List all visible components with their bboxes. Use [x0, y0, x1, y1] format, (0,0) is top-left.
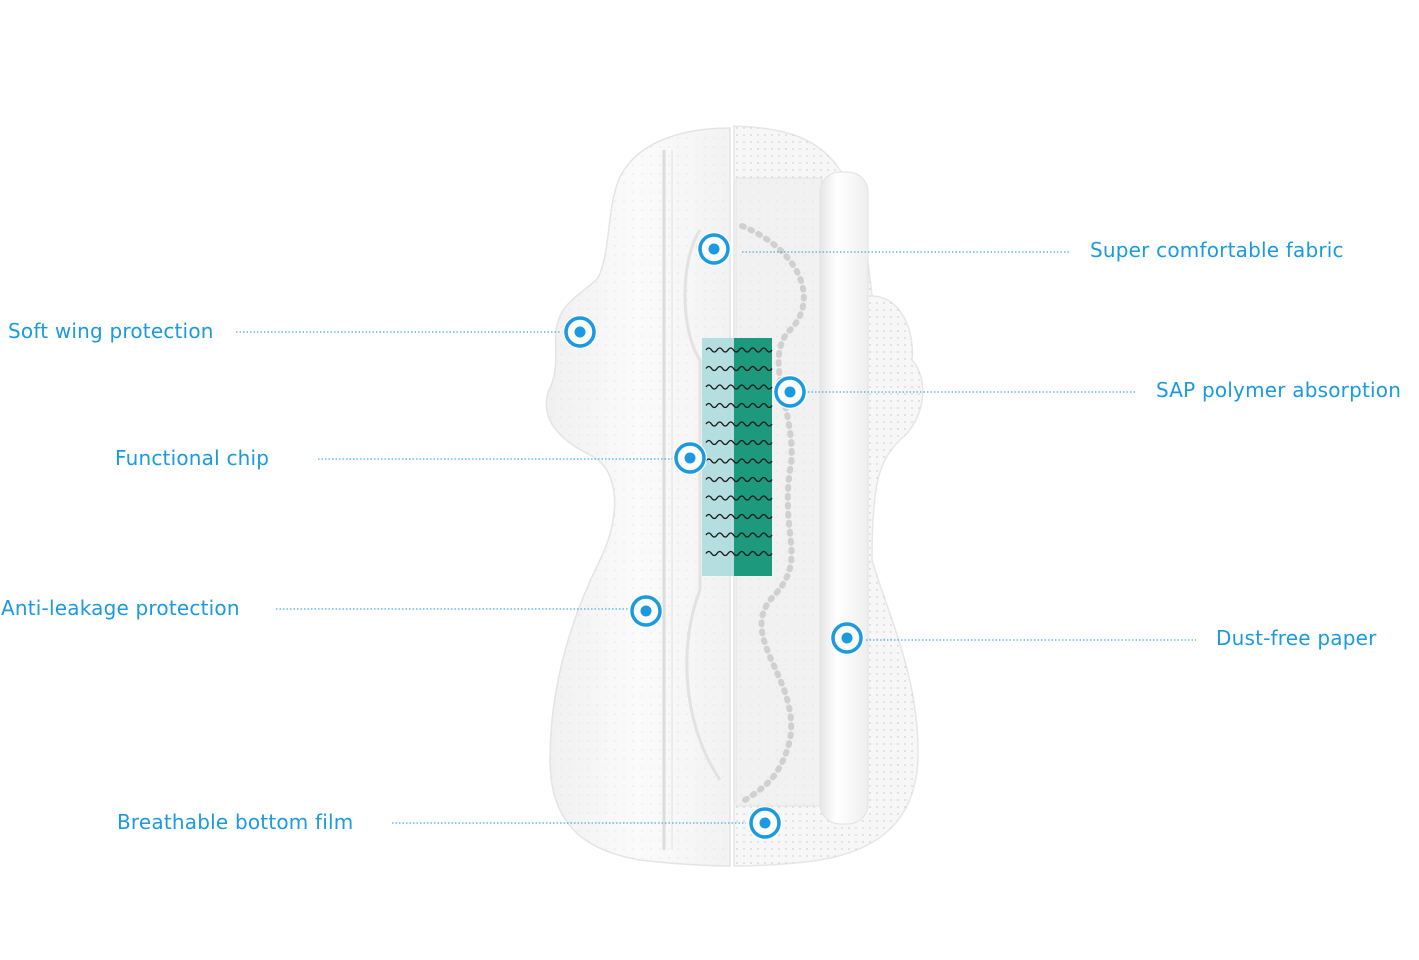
marker-ring-soft-wing-protection	[564, 316, 596, 348]
chip-wave	[705, 458, 773, 464]
callout-sap-polymer-absorption	[773, 375, 1136, 409]
functional-chip-strip	[702, 338, 773, 576]
chip-wave	[705, 421, 773, 427]
label-sap-polymer-absorption: SAP polymer absorption	[1156, 378, 1402, 402]
callout-functional-chip	[318, 441, 707, 475]
marker-ring-breathable-bottom-film	[749, 807, 781, 839]
marker-dot-soft-wing-protection	[574, 326, 586, 338]
chip-wave	[705, 384, 773, 390]
marker-dot-sap-polymer-absorption	[784, 386, 796, 398]
marker-ring-dust-free-paper	[831, 622, 863, 654]
callout-dust-free-paper	[830, 621, 1196, 655]
chip-wave	[705, 347, 773, 353]
chip-wave	[705, 402, 773, 409]
decor-star-trail	[739, 223, 807, 803]
chip-wave	[705, 476, 773, 483]
callout-layer	[236, 232, 1196, 840]
marker-ring-super-comfortable-fabric	[698, 233, 730, 265]
chip-core-half	[734, 338, 772, 576]
chip-wave	[705, 495, 773, 501]
marker-dot-functional-chip	[684, 452, 696, 464]
chip-wave	[705, 439, 773, 446]
marker-dot-anti-leakage-protection	[640, 605, 652, 617]
chip-wave	[705, 513, 773, 520]
label-functional-chip: Functional chip	[115, 446, 270, 470]
callout-super-comfortable-fabric	[697, 232, 1070, 266]
marker-dot-dust-free-paper	[841, 632, 853, 644]
chip-wave	[705, 550, 773, 557]
chip-wave-pattern	[705, 347, 773, 557]
channel-groove	[683, 229, 722, 781]
callout-breathable-bottom-film	[392, 806, 782, 840]
marker-dot-breathable-bottom-film	[759, 817, 771, 829]
chip-light-half	[702, 338, 736, 576]
chip-wave	[705, 532, 773, 538]
label-anti-leakage-protection: Anti-leakage protection	[1, 596, 240, 620]
marker-ring-sap-polymer-absorption	[774, 376, 806, 408]
label-super-comfortable-fabric: Super comfortable fabric	[1090, 238, 1344, 262]
callout-anti-leakage-protection	[276, 594, 663, 628]
label-breathable-bottom-film: Breathable bottom film	[117, 810, 354, 834]
dust-free-paper-roll	[819, 171, 869, 825]
chip-wave	[705, 365, 773, 372]
label-dust-free-paper: Dust-free paper	[1216, 626, 1377, 650]
marker-ring-anti-leakage-protection	[630, 595, 662, 627]
marker-dot-super-comfortable-fabric	[708, 243, 720, 255]
label-soft-wing-protection: Soft wing protection	[8, 319, 214, 343]
callout-soft-wing-protection	[236, 315, 597, 349]
marker-ring-functional-chip	[674, 442, 706, 474]
